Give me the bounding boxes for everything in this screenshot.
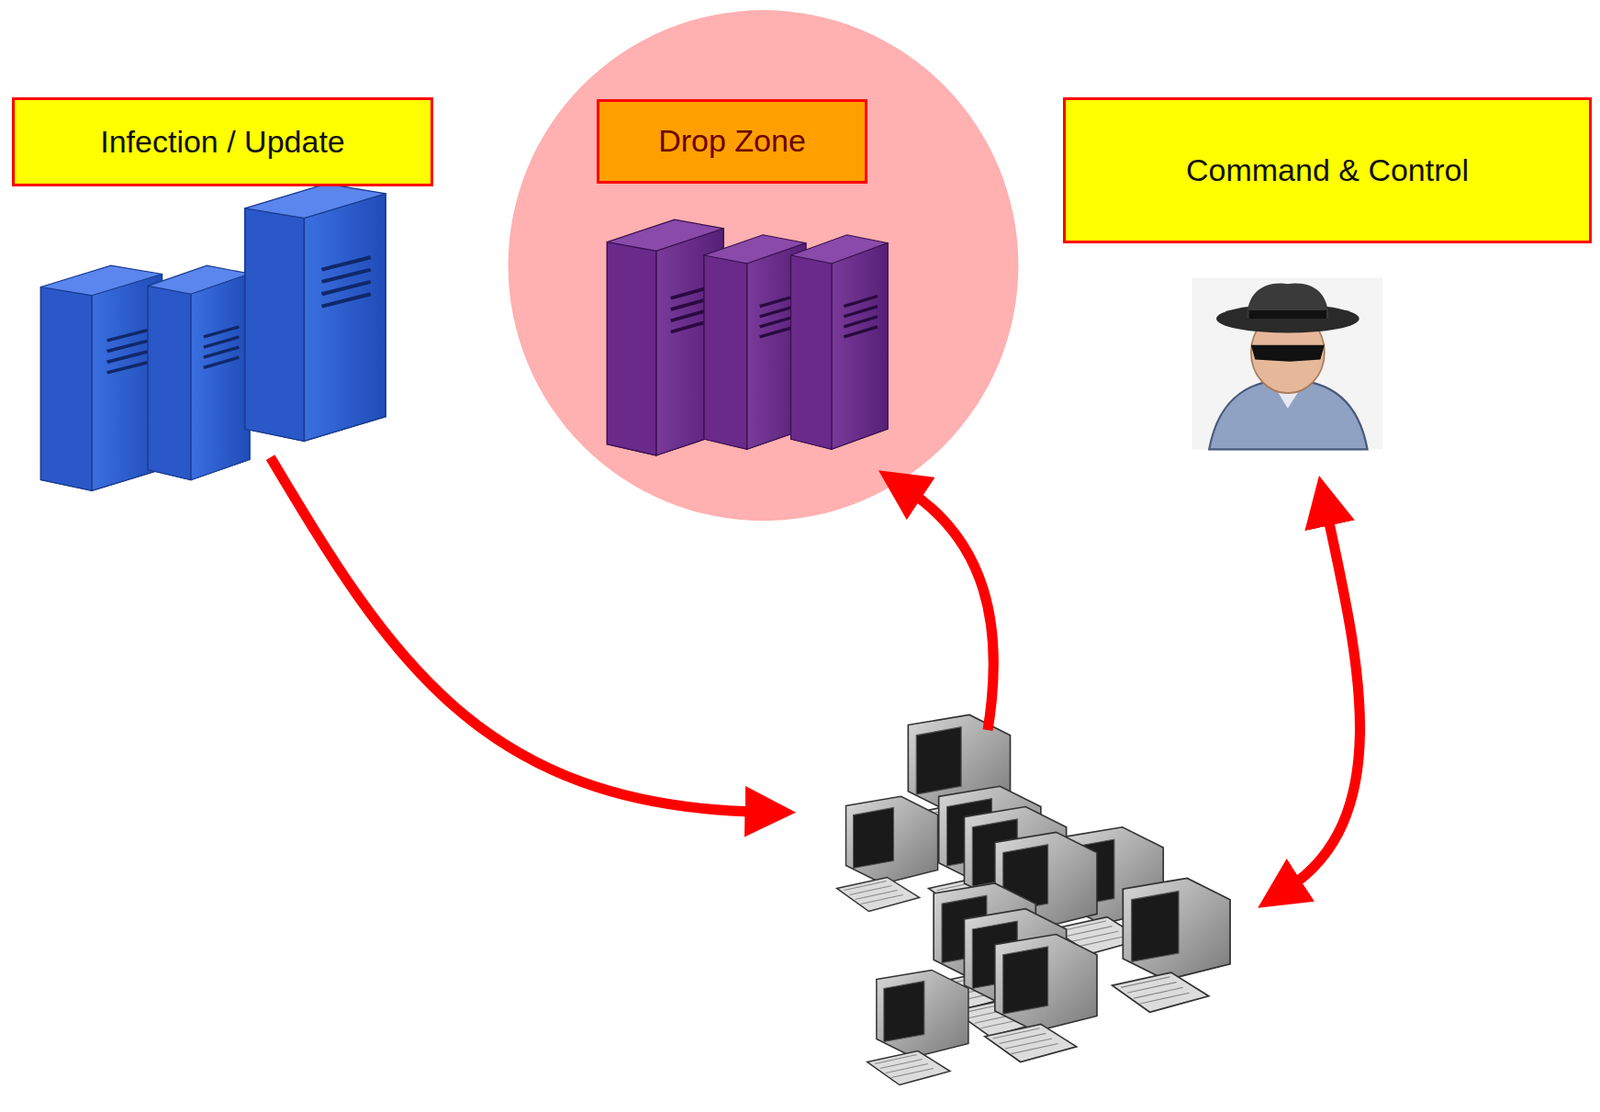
box-label: Command & Control (1186, 152, 1469, 189)
label-box: Drop Zone (596, 99, 868, 184)
box-label: Drop Zone (658, 123, 806, 159)
label-box: Command & Control (1062, 97, 1592, 244)
box-label: Infection / Update (100, 123, 346, 160)
label-box: Infection / Update (11, 97, 434, 187)
